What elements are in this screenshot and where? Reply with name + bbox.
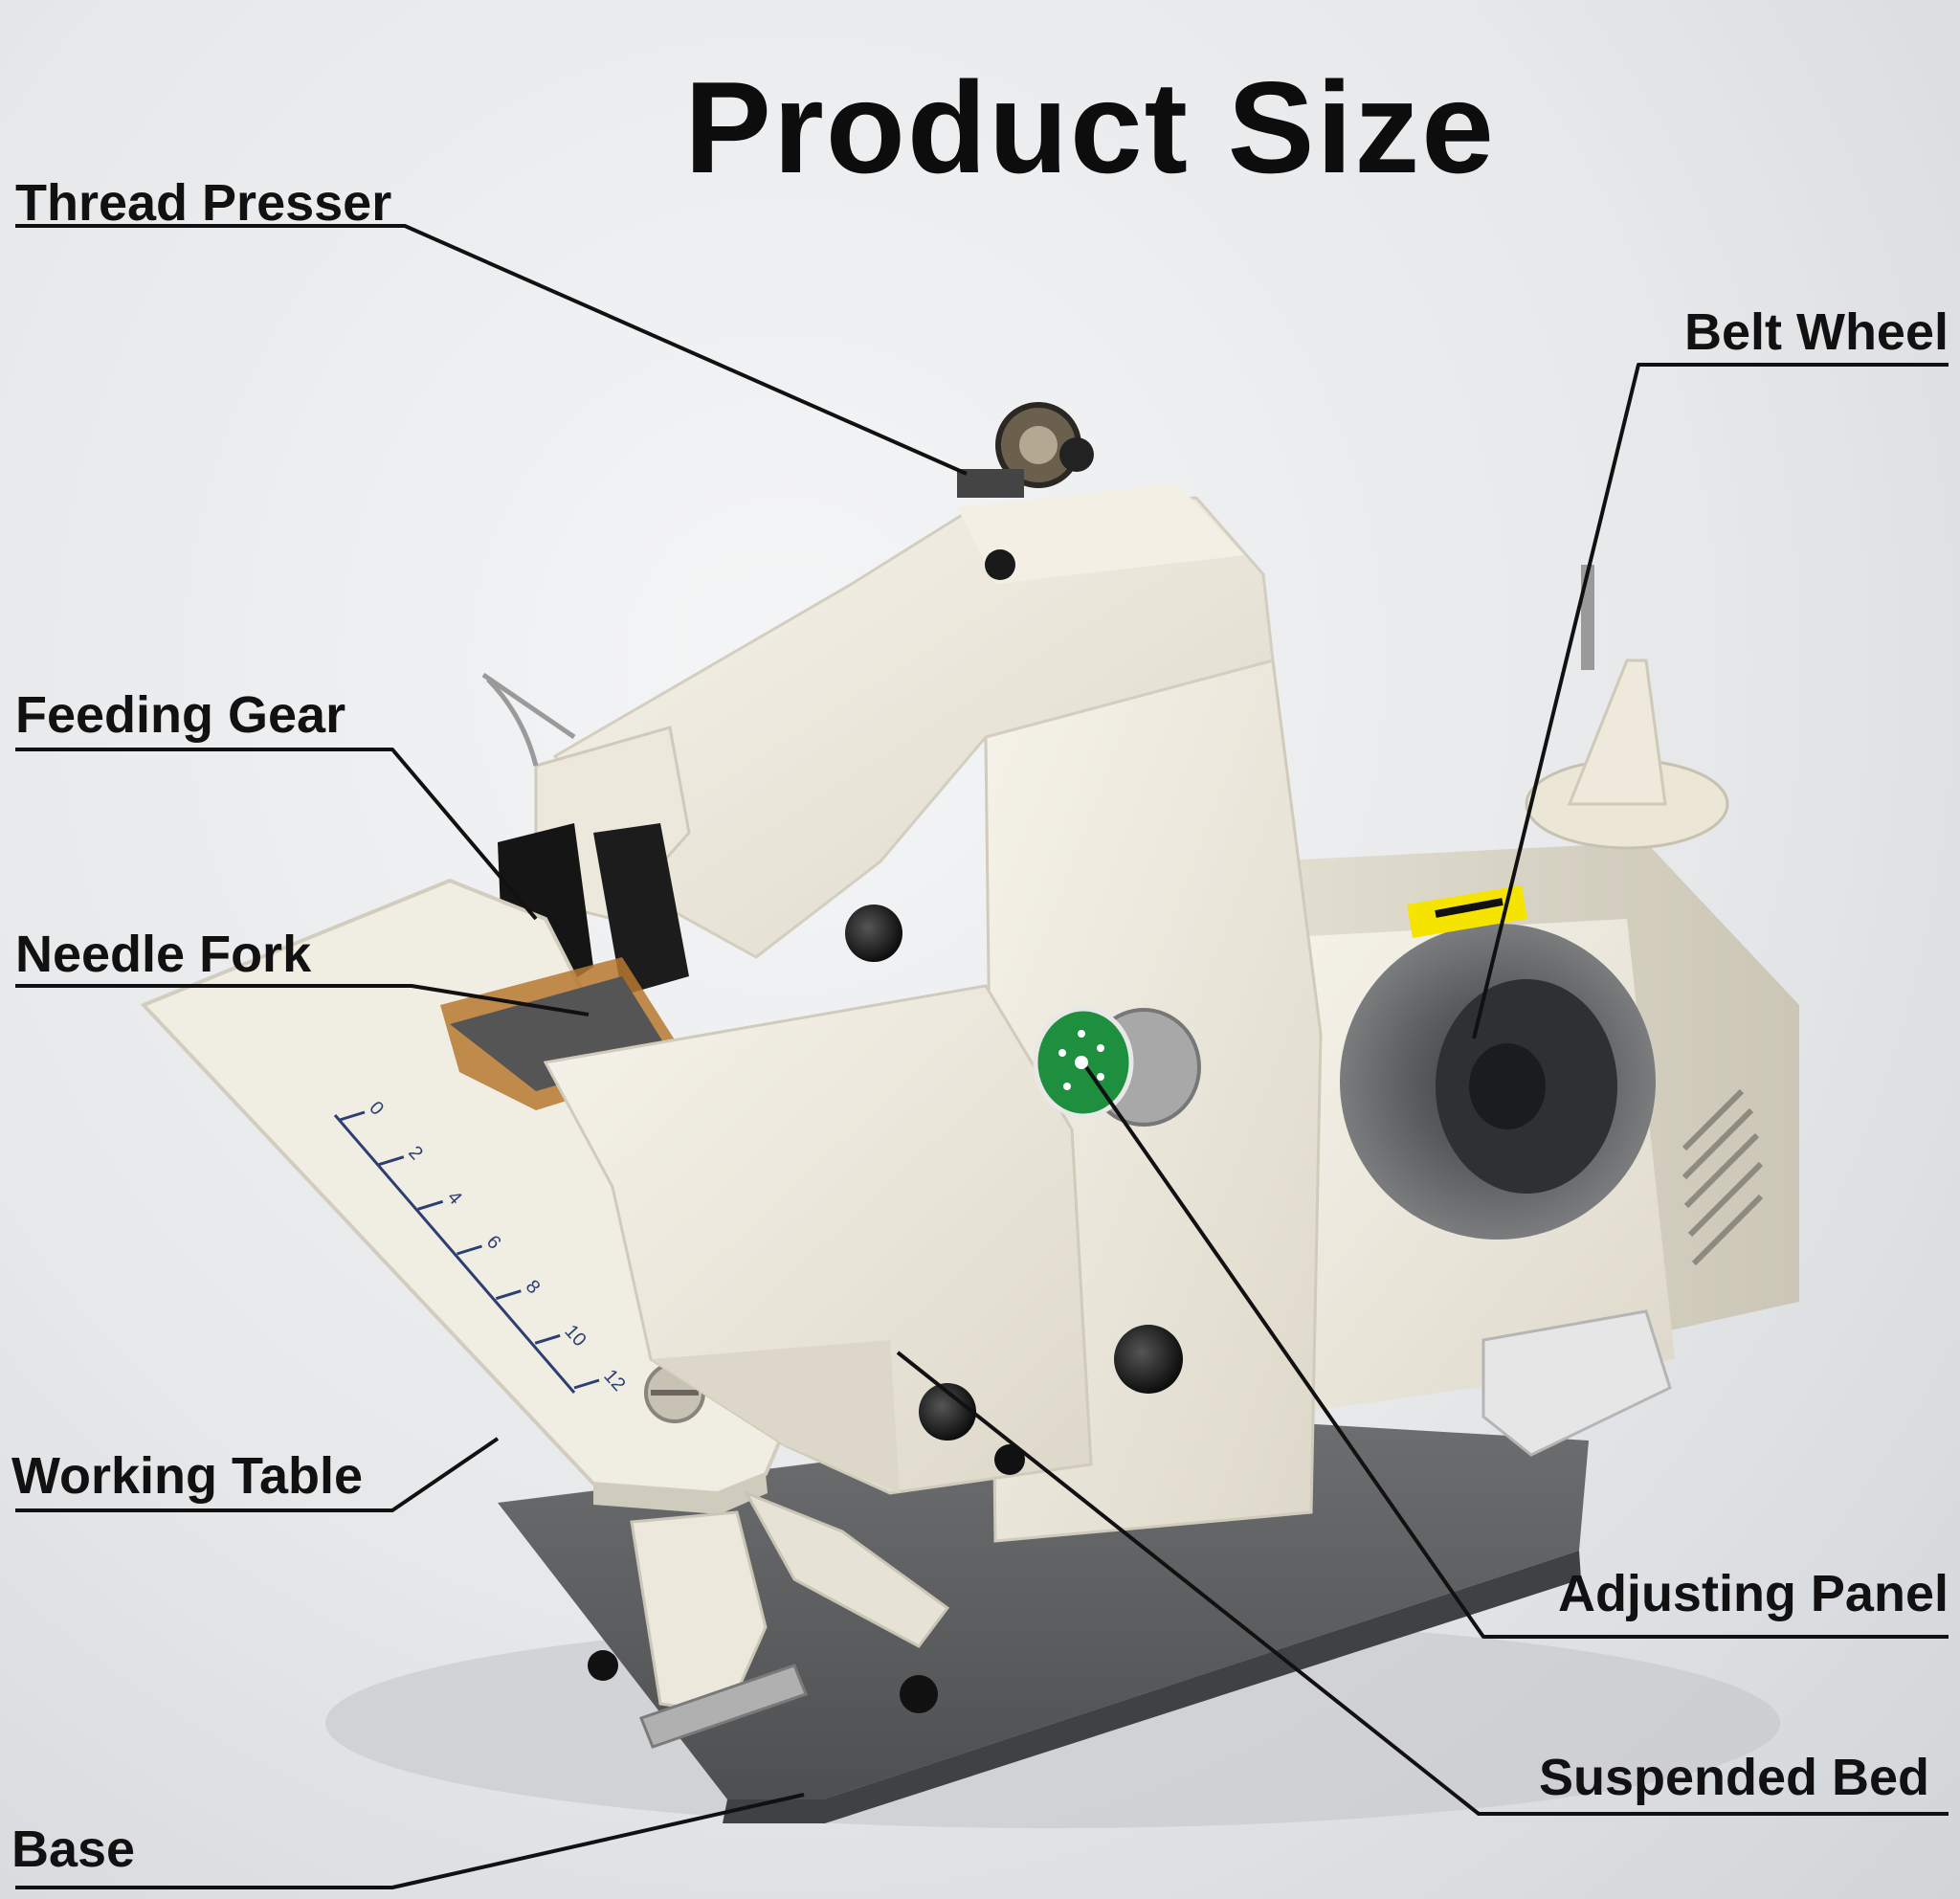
leader-needle-fork xyxy=(15,984,590,1017)
ruler-tick xyxy=(457,1244,482,1256)
needle-fork-part xyxy=(593,823,689,995)
bed-knob-large xyxy=(1114,1325,1183,1394)
bed-lower-face xyxy=(651,1340,900,1493)
label-belt-wheel: Belt Wheel xyxy=(1683,303,1949,361)
ruler-tick xyxy=(573,1378,600,1390)
lower-arm-link xyxy=(743,1490,950,1648)
ruler-tick xyxy=(417,1199,444,1211)
adjusting-dial xyxy=(1033,1006,1201,1127)
arm-top xyxy=(957,483,1244,584)
lower-linkage xyxy=(630,1510,768,1715)
ruler-tick xyxy=(495,1289,522,1301)
rod-knob-right xyxy=(900,1675,938,1713)
label-feeding-gear: Feeding Gear xyxy=(15,686,346,744)
ruler-tick xyxy=(534,1333,561,1345)
label-working-table: Working Table xyxy=(11,1447,364,1505)
belt-wheel-hub xyxy=(1469,1043,1546,1129)
label-suspended-bed: Suspended Bed xyxy=(1538,1749,1929,1806)
leader-thread-presser xyxy=(15,224,968,476)
working-table-edge xyxy=(593,1474,768,1514)
label-base: Base xyxy=(11,1821,136,1878)
spool-pin xyxy=(1581,565,1594,670)
spool-cone xyxy=(1567,659,1667,806)
leader-working-table xyxy=(15,1437,500,1512)
leader-suspended-bed xyxy=(896,1351,1949,1816)
power-connector xyxy=(1481,1309,1672,1457)
oil-hole xyxy=(985,549,1015,580)
rod-knob-left xyxy=(588,1650,618,1681)
vent-grille xyxy=(1682,1088,1764,1266)
arm-knob xyxy=(845,905,902,962)
leader-belt-wheel xyxy=(1472,363,1949,1039)
table-ruler xyxy=(333,1114,576,1394)
page-title: Product Size xyxy=(684,55,1496,200)
leader-lines xyxy=(15,224,1949,1889)
label-adjusting-panel: Adjusting Panel xyxy=(1557,1565,1949,1622)
ruler-tick xyxy=(378,1155,405,1167)
support-rod xyxy=(639,1664,808,1749)
leader-feeding-gear xyxy=(15,748,538,921)
leader-adjusting-panel xyxy=(1084,1065,1949,1639)
label-needle-fork: Needle Fork xyxy=(15,926,312,983)
bed-knob-tiny xyxy=(994,1444,1025,1475)
label-thread-presser: Thread Presser xyxy=(15,174,392,232)
arrow-icon xyxy=(1435,898,1503,918)
thread-guide-wire xyxy=(481,672,576,767)
bed-knob-small xyxy=(919,1383,976,1441)
thread-presser-part xyxy=(957,402,1094,498)
leader-base xyxy=(15,1793,805,1889)
upper-arm xyxy=(552,496,1275,959)
ruler-tick xyxy=(339,1110,366,1122)
